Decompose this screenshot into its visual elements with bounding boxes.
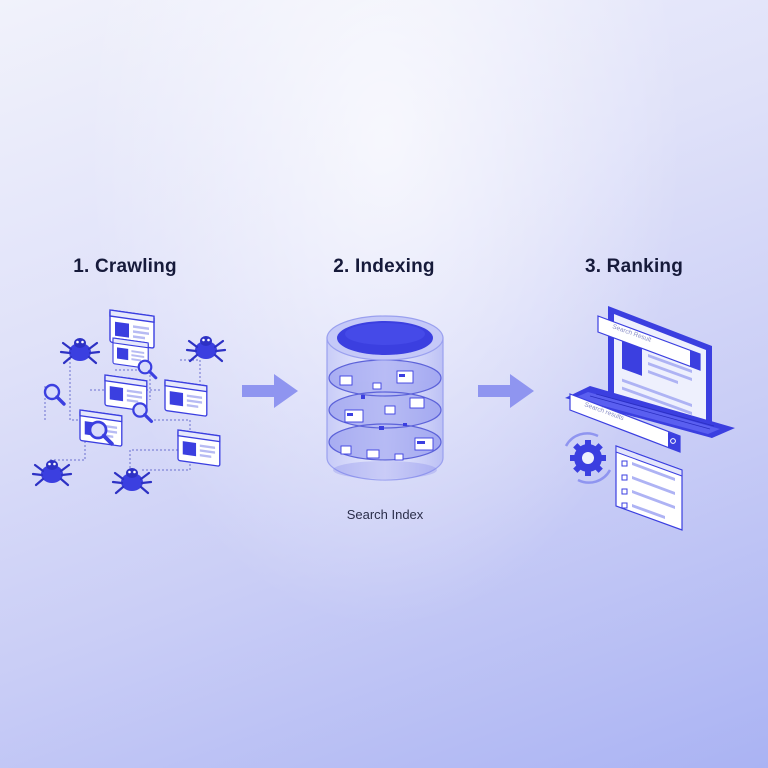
- step-indexing-title: 2. Indexing: [333, 256, 435, 277]
- gear-icon: [564, 432, 612, 484]
- spider-icon: [59, 336, 101, 365]
- magnifier-icon: [131, 401, 154, 424]
- spider-icon: [111, 466, 153, 495]
- arrow-right-icon: [242, 374, 298, 408]
- magnifier-icon: [137, 359, 158, 380]
- step-ranking-title: 3. Ranking: [584, 256, 684, 277]
- webpage-icon: [177, 429, 221, 467]
- spider-icon: [185, 334, 227, 363]
- crawl-link-lines: [44, 350, 201, 480]
- arrow-right-icon: [478, 374, 534, 408]
- step-crawling-title: 1. Crawling: [73, 256, 177, 277]
- search-bar-bottom: Search results: [569, 393, 681, 453]
- spider-icon: [31, 458, 73, 487]
- database-icon: [326, 315, 444, 481]
- magnifier-icon: [43, 383, 66, 406]
- crawling-illustration: [31, 309, 227, 495]
- ranking-illustration: Search Result Search results: [564, 306, 735, 531]
- search-index-caption: Search Index: [346, 507, 424, 522]
- result-list-card: [615, 445, 683, 531]
- webpage-icon: [164, 379, 208, 417]
- search-bar-top: Search Result: [597, 315, 701, 371]
